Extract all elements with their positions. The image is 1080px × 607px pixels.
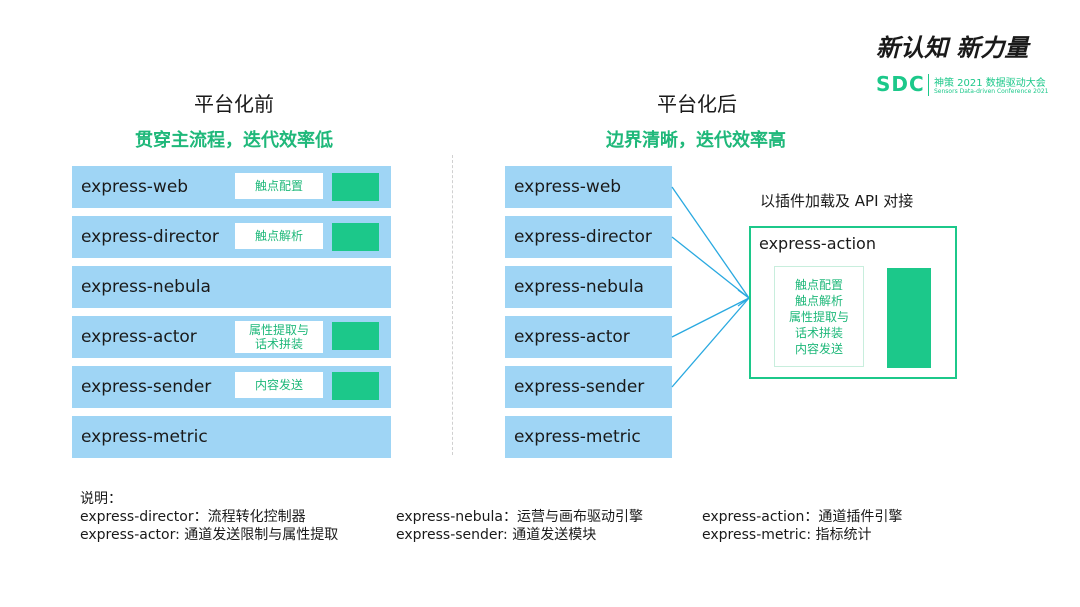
plugin-caption: 以插件加载及 API 对接 [760,192,914,210]
module-label: express-sender [81,377,212,397]
module-tag: 触点解析 [235,223,323,249]
module-label: express-director [81,227,219,247]
left-module: express-nebula [72,266,391,308]
note-item: express-actor: 通道发送限制与属性提取 [80,527,339,543]
module-green-block [332,322,379,350]
right-module: express-web [505,166,672,208]
module-label: express-web [514,177,622,197]
module-label: express-actor [81,327,197,347]
right-module: express-director [505,216,672,258]
module-tag: 内容发送 [235,372,323,398]
slogan: 新认知 新力量 [876,33,1029,62]
event-name-cn: 神策 2021 数据驱动大会 [934,78,1046,89]
connector-line [671,236,750,299]
action-feature: 触点解析 [794,294,843,308]
module-label: express-nebula [81,277,211,297]
module-label: express-sender [514,377,645,397]
express-action-box: express-action 触点配置 触点解析 属性提取与 话术拼装 内容发送 [749,226,957,379]
right-module: express-sender [505,366,672,408]
action-title: express-action [759,234,876,253]
module-label: express-actor [514,327,630,347]
note-item: express-sender: 通道发送模块 [396,527,597,543]
module-tag: 属性提取与 话术拼装 [235,321,323,353]
right-module: express-actor [505,316,672,358]
module-label: express-web [81,177,189,197]
left-subtitle: 贯穿主流程，迭代效率低 [135,130,333,151]
right-subtitle: 边界清晰，迭代效率高 [606,130,786,151]
connector-line [671,297,750,338]
brand-logo: 新认知 新力量 SDC 神策 2021 数据驱动大会 Sensors Data-… [872,28,1062,100]
module-green-block [332,372,379,400]
module-tag: 触点配置 [235,173,323,199]
action-feature: 内容发送 [794,342,843,356]
left-module: express-sender [72,366,391,408]
module-label: express-metric [514,427,641,447]
module-label: express-metric [81,427,208,447]
right-module: express-nebula [505,266,672,308]
action-feature: 属性提取与 [788,310,849,324]
connector-line [671,297,750,388]
action-feature: 触点配置 [794,278,843,292]
right-title: 平台化后 [657,92,737,116]
right-module: express-metric [505,416,672,458]
note-item: express-action：通道插件引擎 [702,509,903,525]
left-module: express-metric [72,416,391,458]
notes-heading: 说明： [80,491,122,507]
note-item: express-director：流程转化控制器 [80,509,306,525]
left-title: 平台化前 [194,92,274,116]
event-name-en: Sensors Data-driven Conference 2021 [934,88,1049,95]
center-divider [452,155,453,455]
logo-separator [928,74,929,96]
action-feature-list: 触点配置 触点解析 属性提取与 话术拼装 内容发送 [774,266,864,367]
module-green-block [332,173,379,201]
note-item: express-metric: 指标统计 [702,527,872,543]
module-label: express-director [514,227,652,247]
module-label: express-nebula [514,277,644,297]
action-feature: 话术拼装 [794,326,843,340]
connector-line [671,186,750,299]
action-green-block [887,268,931,368]
note-item: express-nebula：运营与画布驱动引擎 [396,509,643,525]
module-green-block [332,223,379,251]
sdc-badge: SDC [876,72,925,96]
